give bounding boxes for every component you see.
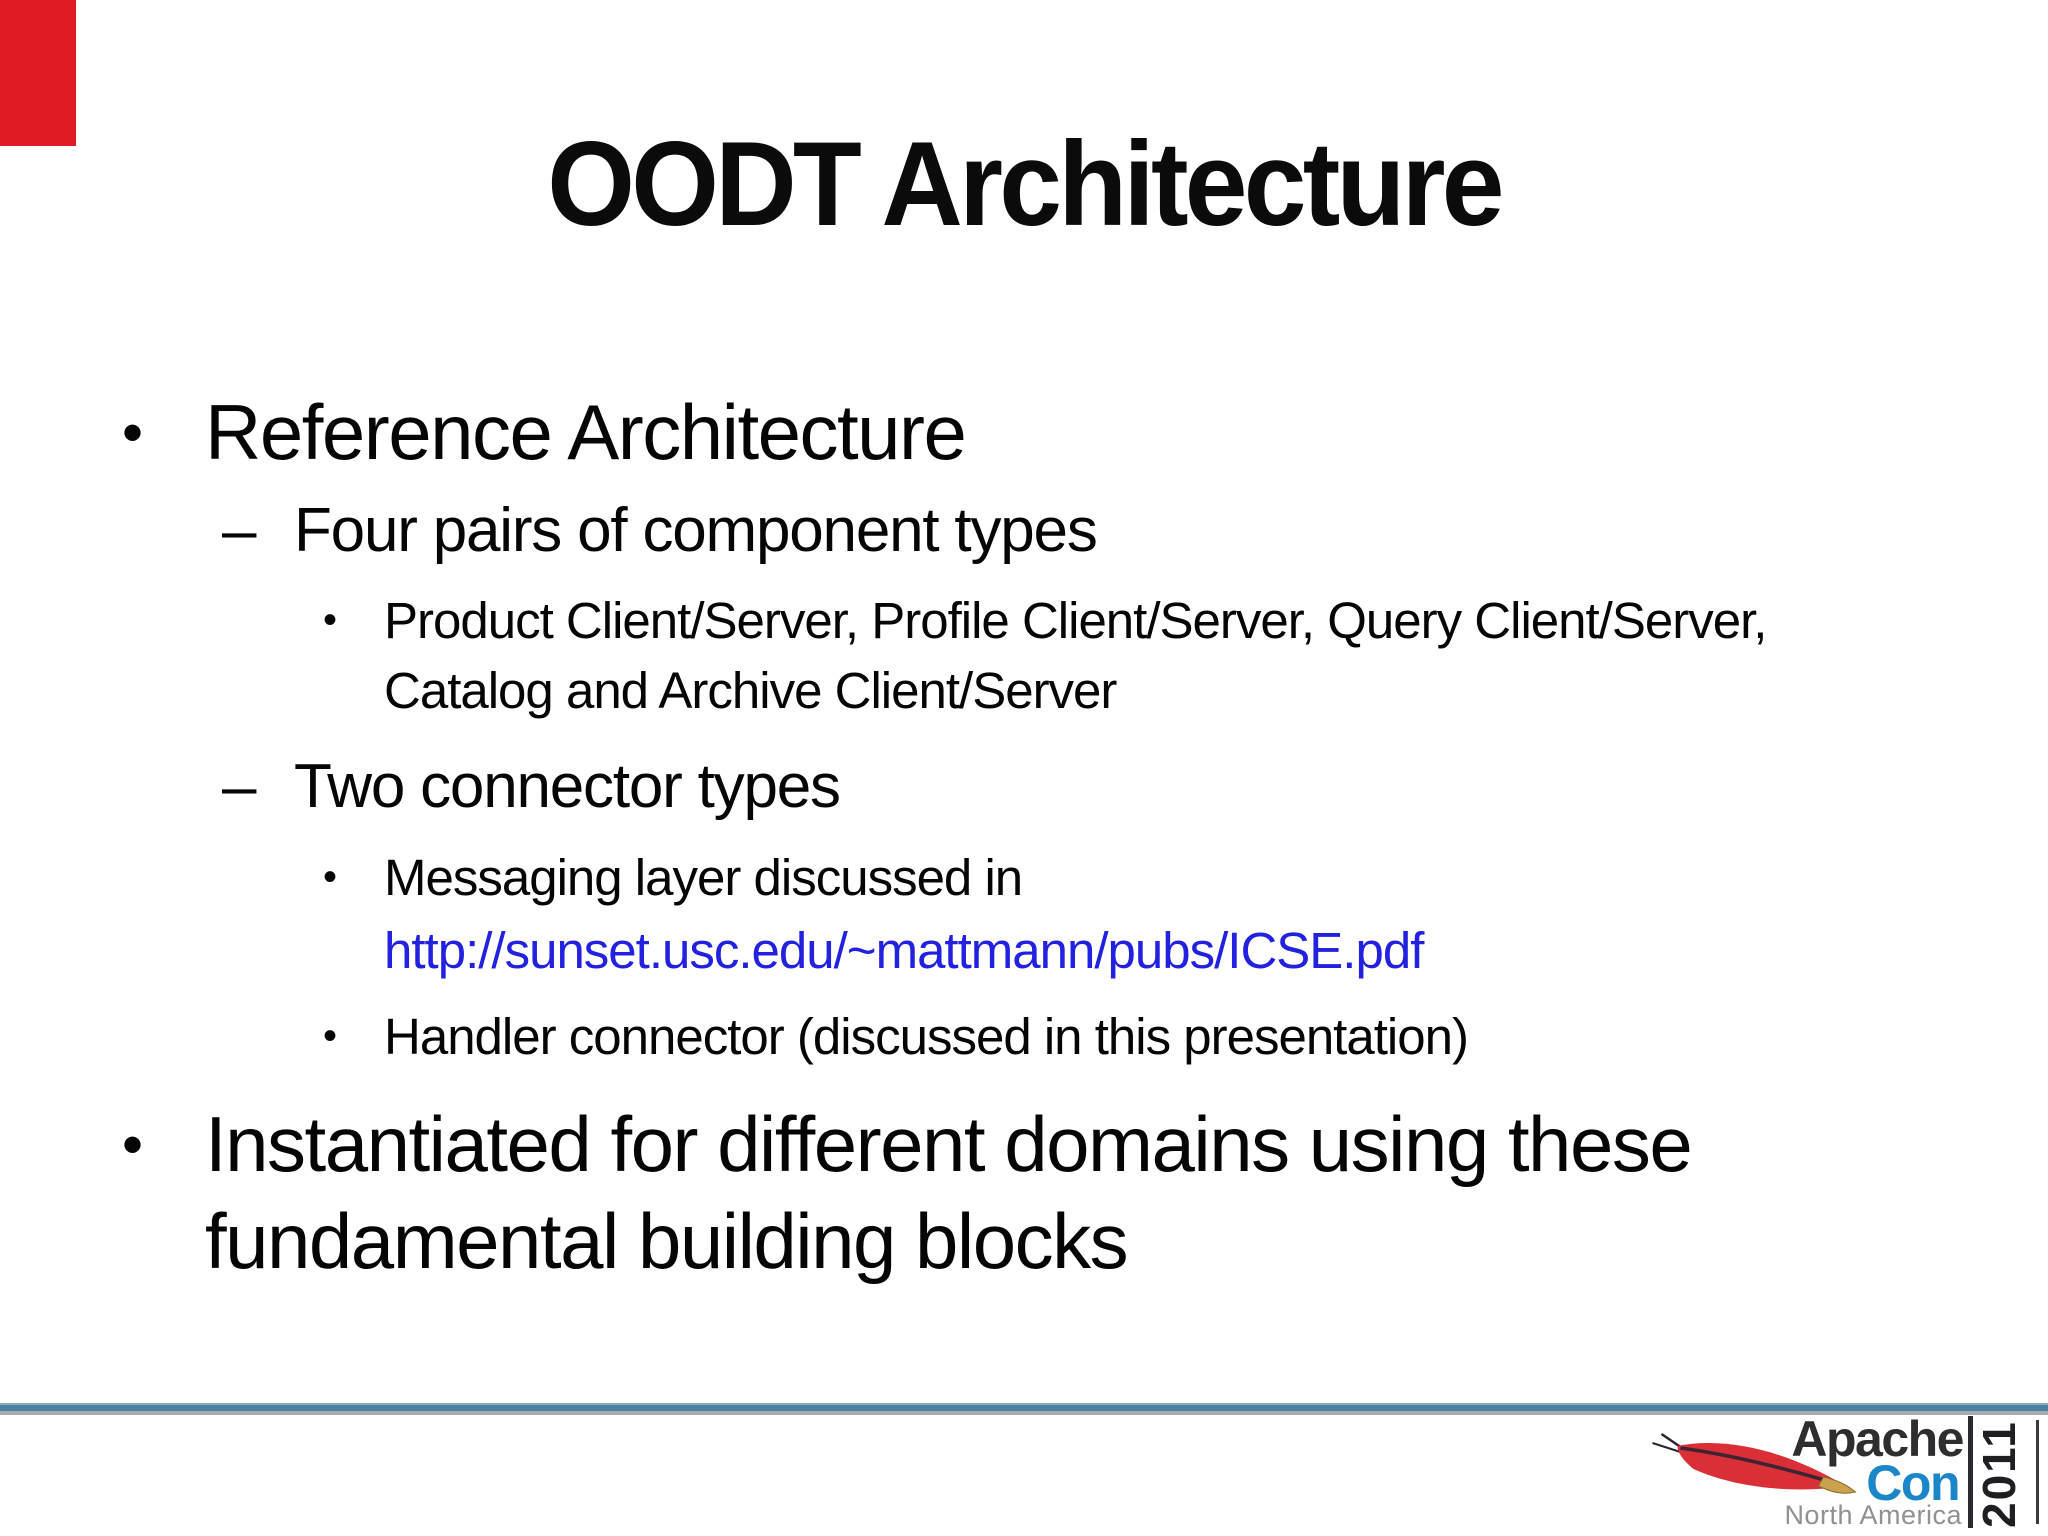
bullet-marker: – [222, 752, 257, 821]
apachecon-logo: Apache Con North America 2011 [1630, 1412, 2048, 1536]
logo-con-text: Con [1866, 1455, 1960, 1511]
bullet-text: Handler connector (discussed in this pre… [384, 1008, 1469, 1065]
bullet-text: Reference Architecture [205, 388, 967, 476]
bullet-text: Four pairs of component types [294, 496, 1098, 565]
logo-divider-bar [1968, 1416, 1973, 1528]
logo-region-text: North America [1784, 1500, 1962, 1530]
slide-title: OODT Architecture [547, 117, 1504, 251]
bullet-marker: – [222, 496, 257, 565]
bullet-text: Instantiated for different domains using… [205, 1100, 1693, 1188]
bullet-text: fundamental building blocks [205, 1197, 1129, 1285]
bullet-marker: • [122, 1111, 144, 1178]
bullet-text: Catalog and Archive Client/Server [384, 662, 1117, 719]
logo-end-bar [2036, 1420, 2039, 1524]
bullet-marker: • [323, 1014, 338, 1058]
apache-feather-icon [1652, 1432, 1857, 1494]
icse-paper-link[interactable]: http://sunset.usc.edu/~mattmann/pubs/ICS… [384, 922, 1424, 979]
bullet-text: Two connector types [294, 752, 841, 821]
logo-year-text: 2011 [1973, 1420, 2025, 1528]
bullet-text: Messaging layer discussed in [384, 849, 1023, 906]
bullet-marker: • [323, 598, 338, 642]
bullet-marker: • [122, 399, 144, 466]
logo-apache-text: Apache [1791, 1411, 1964, 1467]
bullet-text: Product Client/Server, Profile Client/Se… [384, 592, 1767, 649]
bullet-marker: • [323, 855, 338, 899]
red-corner-marker [0, 0, 76, 146]
link-line: http://sunset.usc.edu/~mattmann/pubs/ICS… [384, 921, 1424, 981]
footer-divider [0, 1403, 2048, 1415]
